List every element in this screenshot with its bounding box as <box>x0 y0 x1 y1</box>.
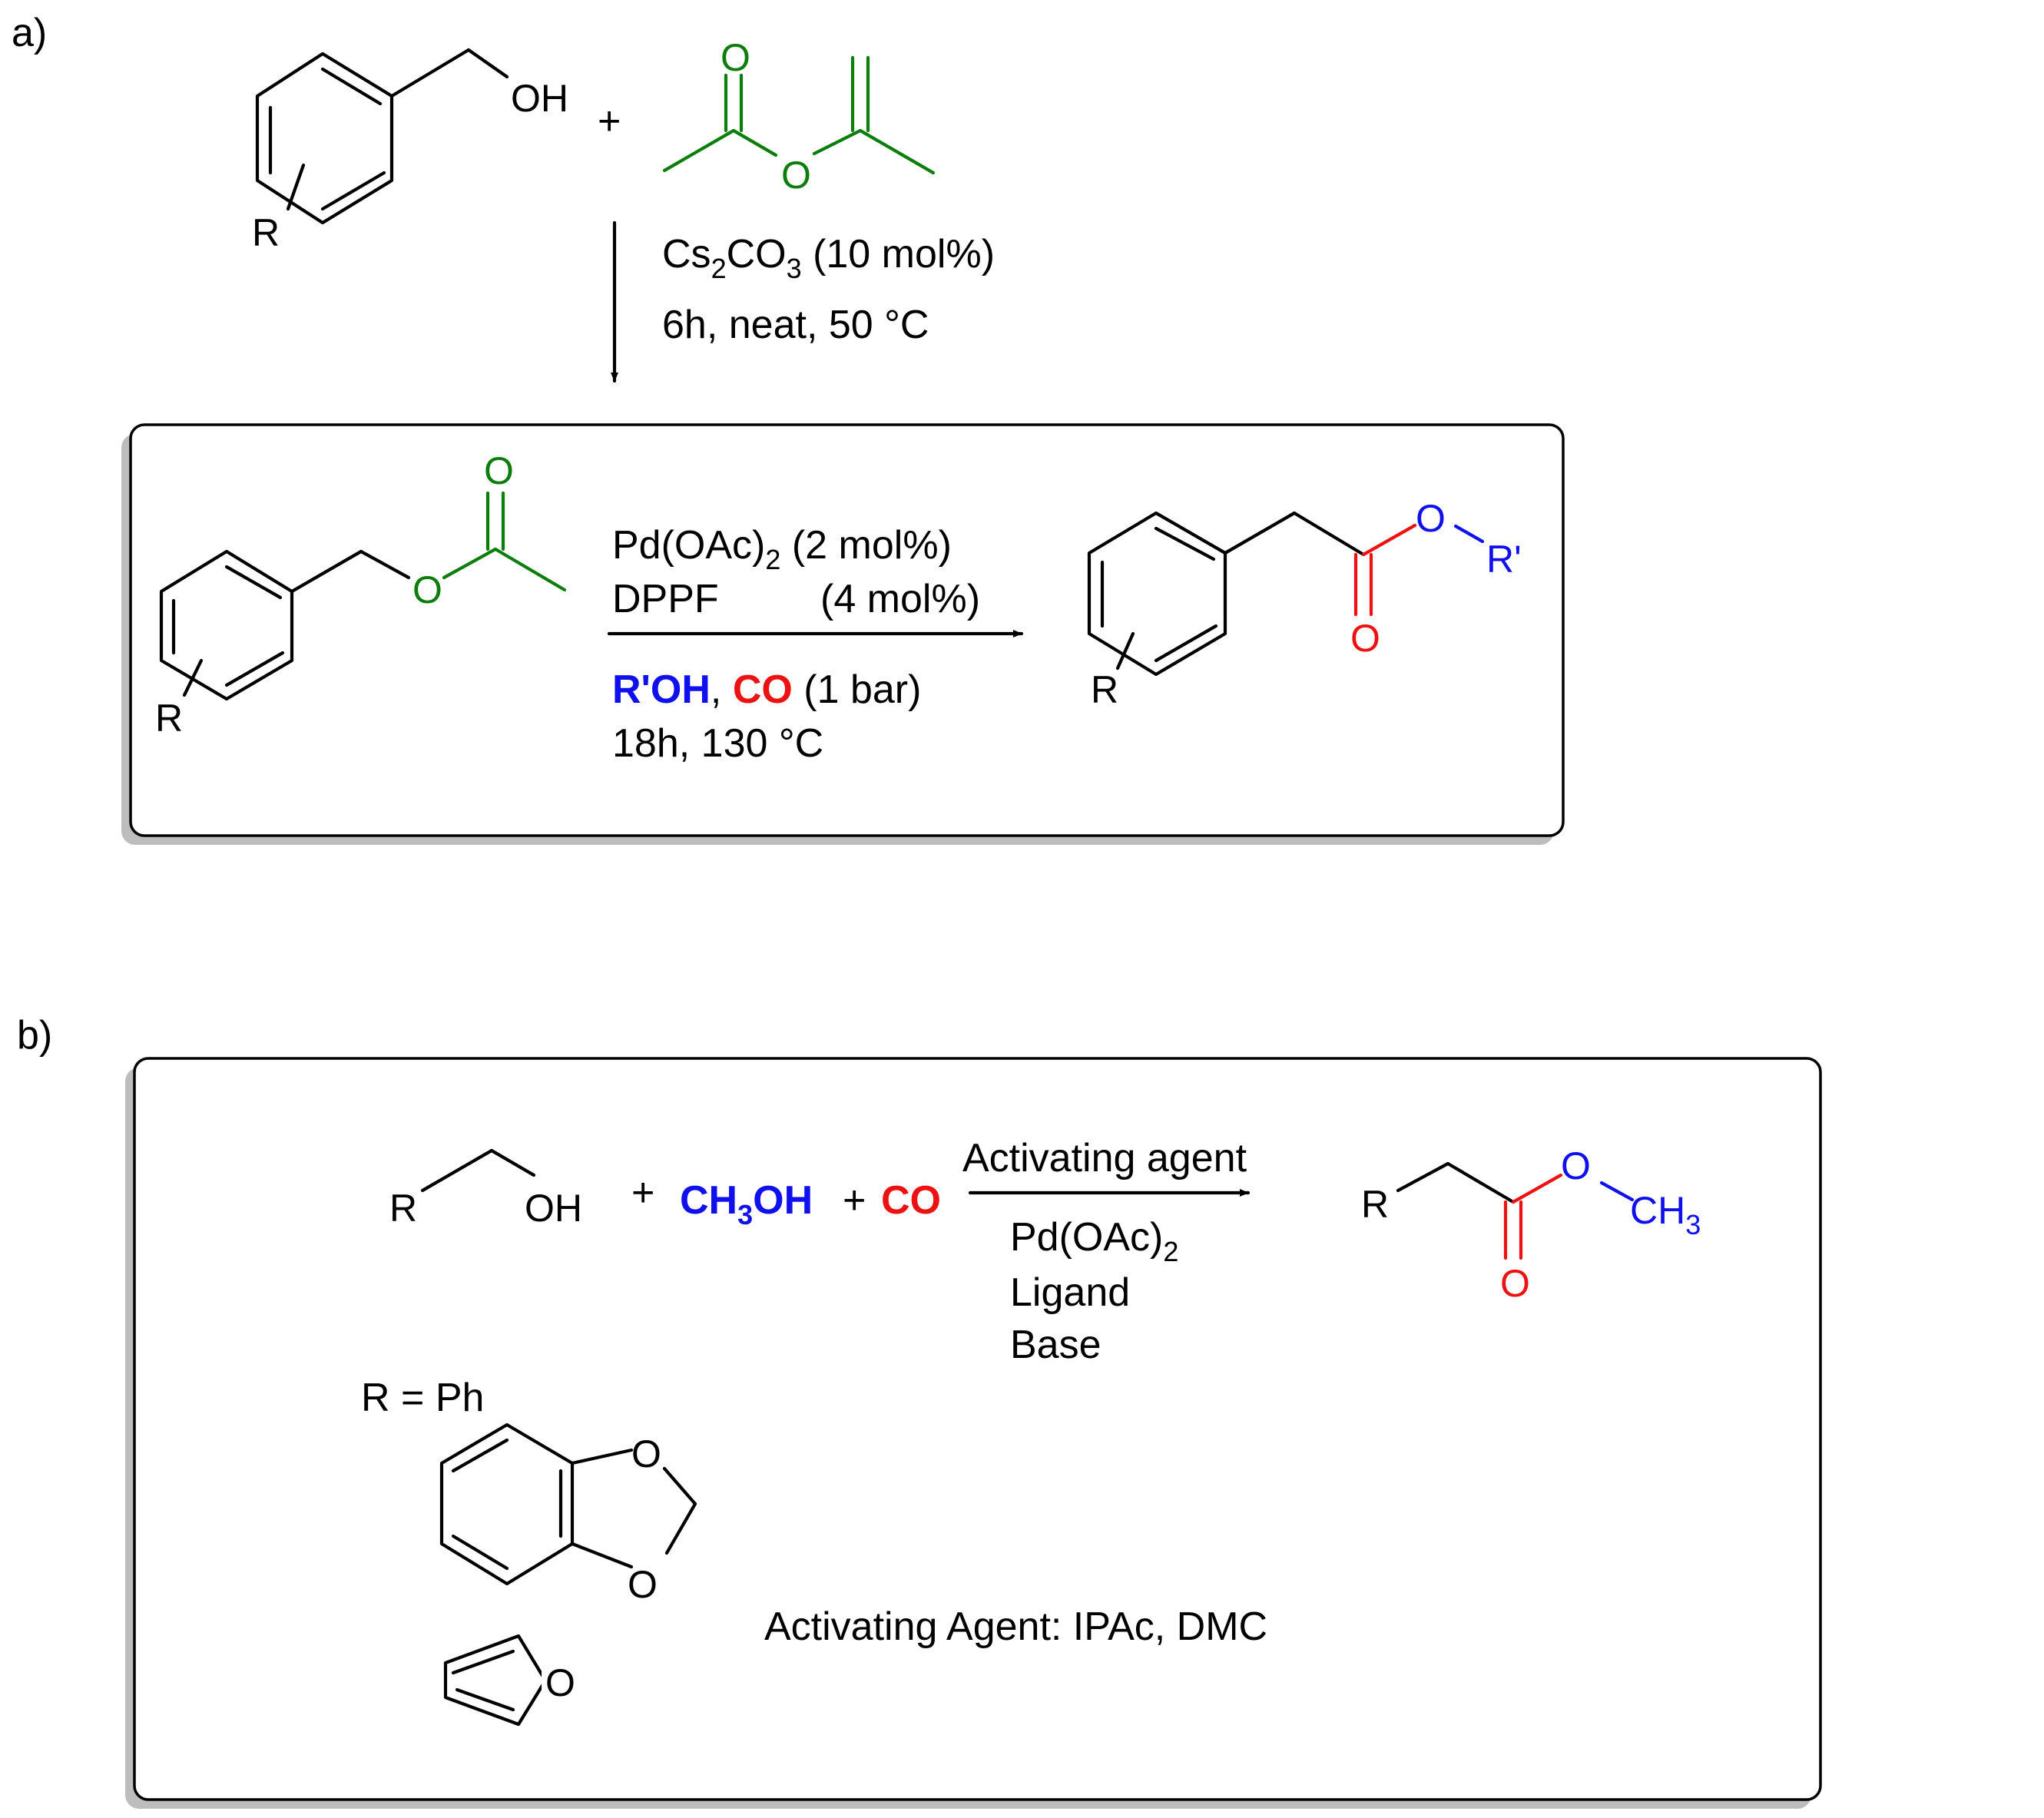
benzodioxole-o-bottom: O <box>628 1563 658 1606</box>
product-carbonyl-o: O <box>1350 617 1380 660</box>
benzodioxole-o-top: O <box>631 1432 661 1475</box>
panel-b-base: Base <box>1010 1323 1102 1367</box>
product-r-label: R <box>1091 668 1118 711</box>
step1-conditions-time-temp: 6h, neat, 50 °C <box>662 303 929 347</box>
panel-b-label: b) <box>17 1013 52 1058</box>
methyl-ester-ether-o: O <box>1561 1144 1591 1187</box>
benzyl-acetate-carbonyl-o: O <box>484 449 514 492</box>
acetate-carbonyl-o: O <box>721 36 750 79</box>
substrate-r-label: R <box>389 1187 417 1230</box>
panel-b-ligand: Ligand <box>1010 1270 1130 1315</box>
methyl-ester-carbonyl-o: O <box>1500 1262 1530 1305</box>
step2-time-temp: 18h, 130 °C <box>612 721 823 766</box>
step2-ligand-loading: (4 mol%) <box>820 577 980 621</box>
benzyl-acetate-structure: O O R <box>155 449 567 740</box>
panel-b: b) R OH + CH3OH + CO Activating agent Pd… <box>17 1013 1822 1809</box>
substrate-oh-label: OH <box>525 1187 582 1230</box>
co-label-b: CO <box>881 1178 941 1223</box>
step1-conditions-base: Cs2CO3 (10 mol%) <box>662 232 995 284</box>
plus-sign-b2: + <box>843 1178 866 1223</box>
panel-a: a) OH R + O O Cs2C <box>12 11 1565 845</box>
product-r-prime: R' <box>1486 538 1522 581</box>
product-ether-o: O <box>1416 497 1446 540</box>
isopropenyl-acetate-structure: O O <box>662 36 936 197</box>
benzyl-alcohol-structure: OH R <box>252 48 568 254</box>
alcohol-substrate-structure: R OH <box>389 1148 582 1230</box>
step2-ligand: DPPF <box>612 577 719 621</box>
plus-sign-b1: + <box>631 1171 654 1215</box>
r-definition: R = Ph <box>361 1376 484 1420</box>
step2-catalyst: Pd(OAc)2 (2 mol%) <box>612 523 952 575</box>
methyl-ester-product-structure: R O CH3 O <box>1361 1144 1701 1305</box>
benzodioxole-structure: O O <box>439 1422 697 1606</box>
benzyl-acetate-ester-o: O <box>412 568 442 611</box>
furan-structure: O <box>443 1634 576 1727</box>
methyl-ester-r-label: R <box>1361 1183 1389 1226</box>
plus-sign-a: + <box>598 99 621 144</box>
methyl-ester-ch3: CH3 <box>1630 1189 1701 1240</box>
step2-reagents: R'OH, CO (1 bar) <box>612 667 921 712</box>
arrow-activating-agent: Activating agent <box>962 1136 1247 1181</box>
benzyl-alcohol-oh-label: OH <box>511 77 568 120</box>
acetate-ester-o: O <box>781 154 811 197</box>
benzyl-alcohol-r-label: R <box>252 211 280 254</box>
phenylacetate-product-structure: O R' O R <box>1087 497 1522 711</box>
methanol-label: CH3OH <box>680 1178 813 1230</box>
panel-a-label: a) <box>12 11 47 55</box>
panel-b-catalyst: Pd(OAc)2 <box>1010 1215 1178 1267</box>
benzyl-acetate-r-label: R <box>155 697 183 740</box>
step2-box: O O R Pd(OAc)2 (2 mol%) DPPF (4 mol%) R'… <box>121 423 1565 845</box>
furan-o: O <box>545 1661 575 1704</box>
activating-agents-list: Activating Agent: IPAc, DMC <box>764 1604 1267 1649</box>
